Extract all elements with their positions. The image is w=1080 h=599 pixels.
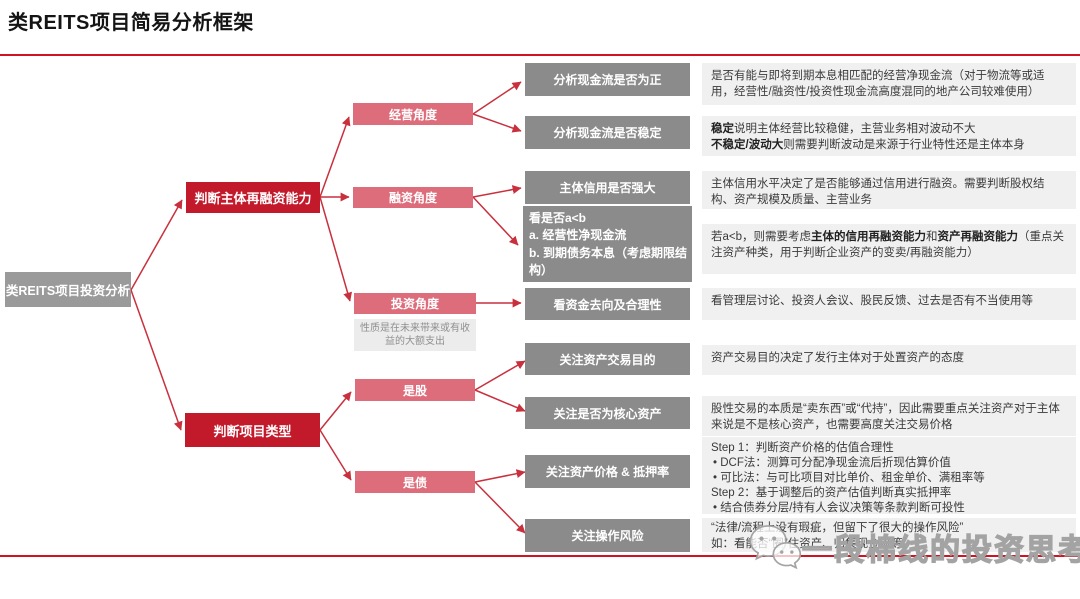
explanation-entity-credit: 主体信用水平决定了是否能够通过信用进行融资。需要判断股权结构、资产规模及质量、主… xyxy=(702,171,1076,209)
explanation-text: 说明主体经营比较稳健，主营业务相对波动不大 xyxy=(734,123,976,135)
check-label: 关注操作风险 xyxy=(571,529,644,543)
explanation-bold: 稳定 xyxy=(711,123,734,135)
check-label: 关注是否为核心资产 xyxy=(553,406,662,421)
node-root-label: 类REITS项目投资分析 xyxy=(5,284,131,298)
node-project-type: 判断项目类型 xyxy=(185,413,320,447)
check-label: 分析现金流是否稳定 xyxy=(553,126,662,140)
explanation-text: 资产交易目的决定了发行主体对于处置资产的态度 xyxy=(711,352,964,364)
explanation-bold: 资产再融资能力 xyxy=(937,231,1019,243)
check-label: 分析现金流是否为正 xyxy=(553,73,662,87)
explanation-core-asset: 股性交易的本质是“卖东西”或“代持”，因此需要重点关注资产对于主体来说是不是核心… xyxy=(702,396,1076,436)
node-refinancing-ability: 判断主体再融资能力 xyxy=(186,182,320,213)
check-line: b. 到期债务本息（考虑期限结构） xyxy=(529,245,687,278)
watermark: 一段棉线的投资思考 xyxy=(748,522,1080,572)
node-equity-type: 是股 xyxy=(355,379,475,401)
top-divider xyxy=(0,54,1080,56)
node-label: 融资角度 xyxy=(388,191,437,205)
page-title: 类REITS项目简易分析框架 xyxy=(8,12,254,34)
explanation-bold: 主体的信用再融资能力 xyxy=(811,231,927,243)
node-investment-angle: 投资角度 xyxy=(354,293,476,314)
node-label: 是债 xyxy=(402,475,427,490)
check-line: 看是否a<b xyxy=(529,211,587,225)
note-text: 性质是在未来带来或有收益的大额支出 xyxy=(360,322,470,348)
explanation-bullet: • 结合债券分层/持有人会议决策等条款判断可投性 xyxy=(713,501,965,514)
check-label: 关注资产价格 & 抵押率 xyxy=(545,465,670,479)
explanation-text: 主体信用水平决定了是否能够通过信用进行融资。需要判断股权结构、资产规模及质量、主… xyxy=(711,178,1045,207)
explanation-line: Step 1：判断资产价格的估值合理性 xyxy=(711,442,894,454)
explanation-cashflow-stable: 稳定说明主体经营比较稳健，主营业务相对波动不大 不稳定/波动大则需要判断波动是来… xyxy=(702,116,1076,156)
explanation-text: 股性交易的本质是“卖东西”或“代持”，因此需要重点关注资产对于主体来说是不是核心… xyxy=(711,403,1060,432)
node-label: 是股 xyxy=(402,383,427,398)
explanation-text: 是否有能与即将到期本息相匹配的经营净现金流（对于物流等或适用，经营性/融资性/投… xyxy=(711,70,1045,99)
bottom-divider xyxy=(0,555,1080,557)
check-label: 主体信用是否强大 xyxy=(559,181,656,195)
explanation-line: Step 2：基于调整后的资产估值判断真实抵押率 xyxy=(711,486,952,499)
explanation-fund-usage: 看管理层讨论、投资人会议、股民反馈、过去是否有不当使用等 xyxy=(702,288,1076,320)
check-line: a. 经营性净现金流 xyxy=(529,228,627,243)
watermark-text: 一段棉线的投资思考 xyxy=(801,533,1080,567)
explanation-bullet: • 可比法：与可比项目对比单价、租金单价、满租率等 xyxy=(713,471,985,484)
node-label: 判断项目类型 xyxy=(213,423,292,439)
explanation-text: （重点关注资产种类，用于判断企业资产的变卖/再融资能力） xyxy=(711,231,1065,260)
explanation-text: 和 xyxy=(926,231,938,243)
check-cashflow-stable: 分析现金流是否稳定 xyxy=(525,116,690,149)
explanation-valuation-steps: Step 1：判断资产价格的估值合理性 • DCF法：测算可分配净现金流后折现估… xyxy=(702,437,1076,514)
check-asset-price-ltv: 关注资产价格 & 抵押率 xyxy=(525,455,690,488)
explanation-line: 稳定说明主体经营比较稳健，主营业务相对波动不大 xyxy=(711,121,1067,137)
explanation-text: 看管理层讨论、投资人会议、股民反馈、过去是否有不当使用等 xyxy=(711,295,1033,307)
check-fund-usage: 看资金去向及合理性 xyxy=(525,288,690,320)
explanation-text: 若a<b，则需要考虑 xyxy=(711,231,812,243)
explanation-cashflow-positive: 是否有能与即将到期本息相匹配的经营净现金流（对于物流等或适用，经营性/融资性/投… xyxy=(702,63,1076,105)
explanation-bold: 不稳定/波动大 xyxy=(711,139,784,152)
explanation-line: 不稳定/波动大则需要判断波动是来源于行业特性还是主体本身 xyxy=(711,137,1067,153)
node-debt-type: 是债 xyxy=(355,471,475,493)
check-entity-credit: 主体信用是否强大 xyxy=(525,171,690,204)
node-label: 判断主体再融资能力 xyxy=(194,191,312,206)
check-label: 关注资产交易目的 xyxy=(559,352,656,367)
check-a-less-than-b: 看是否a<b a. 经营性净现金流 b. 到期债务本息（考虑期限结构） xyxy=(523,206,692,282)
wechat-icon xyxy=(749,525,802,570)
node-label: 投资角度 xyxy=(390,297,439,311)
investment-angle-note: 性质是在未来带来或有收益的大额支出 xyxy=(354,319,476,351)
check-operational-risk: 关注操作风险 xyxy=(525,519,690,552)
explanation-text: 则需要判断波动是来源于行业特性还是主体本身 xyxy=(783,139,1025,152)
explanation-a-less-than-b: 若a<b，则需要考虑主体的信用再融资能力和资产再融资能力（重点关注资产种类，用于… xyxy=(702,224,1076,274)
check-transaction-purpose: 关注资产交易目的 xyxy=(525,343,690,375)
check-cashflow-positive: 分析现金流是否为正 xyxy=(525,63,690,96)
explanation-transaction-purpose: 资产交易目的决定了发行主体对于处置资产的态度 xyxy=(702,345,1076,375)
explanation-bullet: • DCF法：测算可分配净现金流后折现估算价值 xyxy=(713,456,951,469)
node-financing-angle: 融资角度 xyxy=(353,187,473,208)
check-core-asset: 关注是否为核心资产 xyxy=(525,397,690,429)
node-operating-angle: 经营角度 xyxy=(353,103,473,125)
node-label: 经营角度 xyxy=(388,107,437,122)
node-root: 类REITS项目投资分析 xyxy=(5,272,131,307)
check-label: 看资金去向及合理性 xyxy=(553,297,662,312)
